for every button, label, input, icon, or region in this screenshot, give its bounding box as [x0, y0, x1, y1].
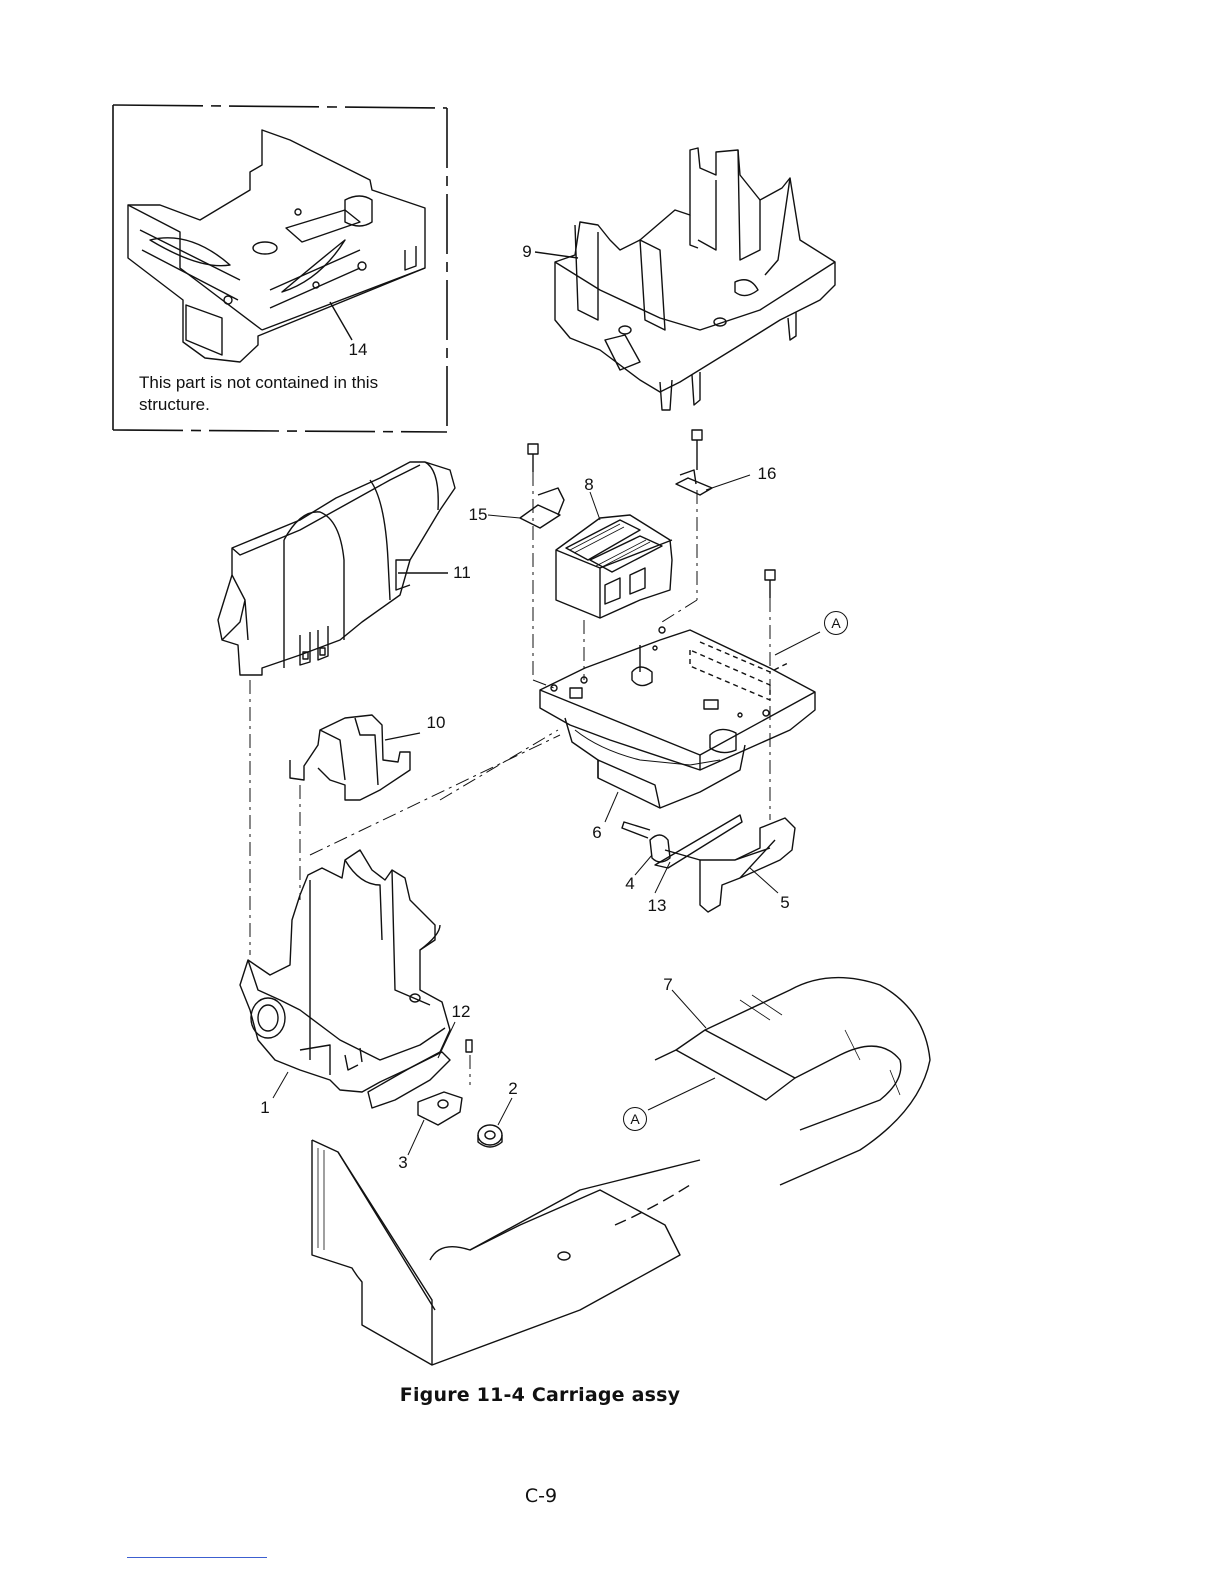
callout-9: 9 [522, 243, 531, 261]
callout-a-bottom: A [623, 1107, 647, 1131]
part-15-bracket [520, 488, 564, 528]
part-2-bearing [478, 1125, 502, 1147]
callout-a-top: A [824, 611, 848, 635]
callout-8: 8 [584, 476, 593, 494]
part-1-carriage-base [240, 850, 450, 1092]
screws [466, 430, 775, 1052]
callout-2: 2 [508, 1080, 517, 1098]
callout-7: 7 [663, 976, 672, 994]
part-14-frame [128, 130, 425, 362]
callout-1: 1 [260, 1099, 269, 1117]
callout-10: 10 [427, 714, 446, 732]
callout-5: 5 [780, 894, 789, 912]
part-10-bracket [290, 715, 420, 800]
figure-caption: Figure 11-4 Carriage assy [0, 1384, 1080, 1406]
page-number: C-9 [0, 1485, 1082, 1507]
footer-rule [127, 1557, 267, 1558]
callout-6: 6 [592, 824, 601, 842]
part-16-bracket [676, 470, 712, 495]
callout-13: 13 [648, 897, 667, 915]
leader-lines [273, 475, 820, 1155]
part-8-connector [556, 515, 672, 618]
part-11-cover [218, 462, 455, 675]
callout-16: 16 [758, 465, 777, 483]
callout-3: 3 [398, 1154, 407, 1172]
callout-11: 11 [453, 564, 471, 582]
callout-4: 4 [625, 875, 634, 893]
callout-14: 14 [349, 341, 368, 359]
part-6-carriage-board [540, 627, 815, 808]
part-3-holder [418, 1092, 462, 1125]
inset-note: This part is not contained in this struc… [139, 372, 439, 416]
callout-12: 12 [452, 1003, 471, 1021]
part-9-upper-frame [535, 148, 835, 410]
callout-15: 15 [469, 506, 488, 524]
